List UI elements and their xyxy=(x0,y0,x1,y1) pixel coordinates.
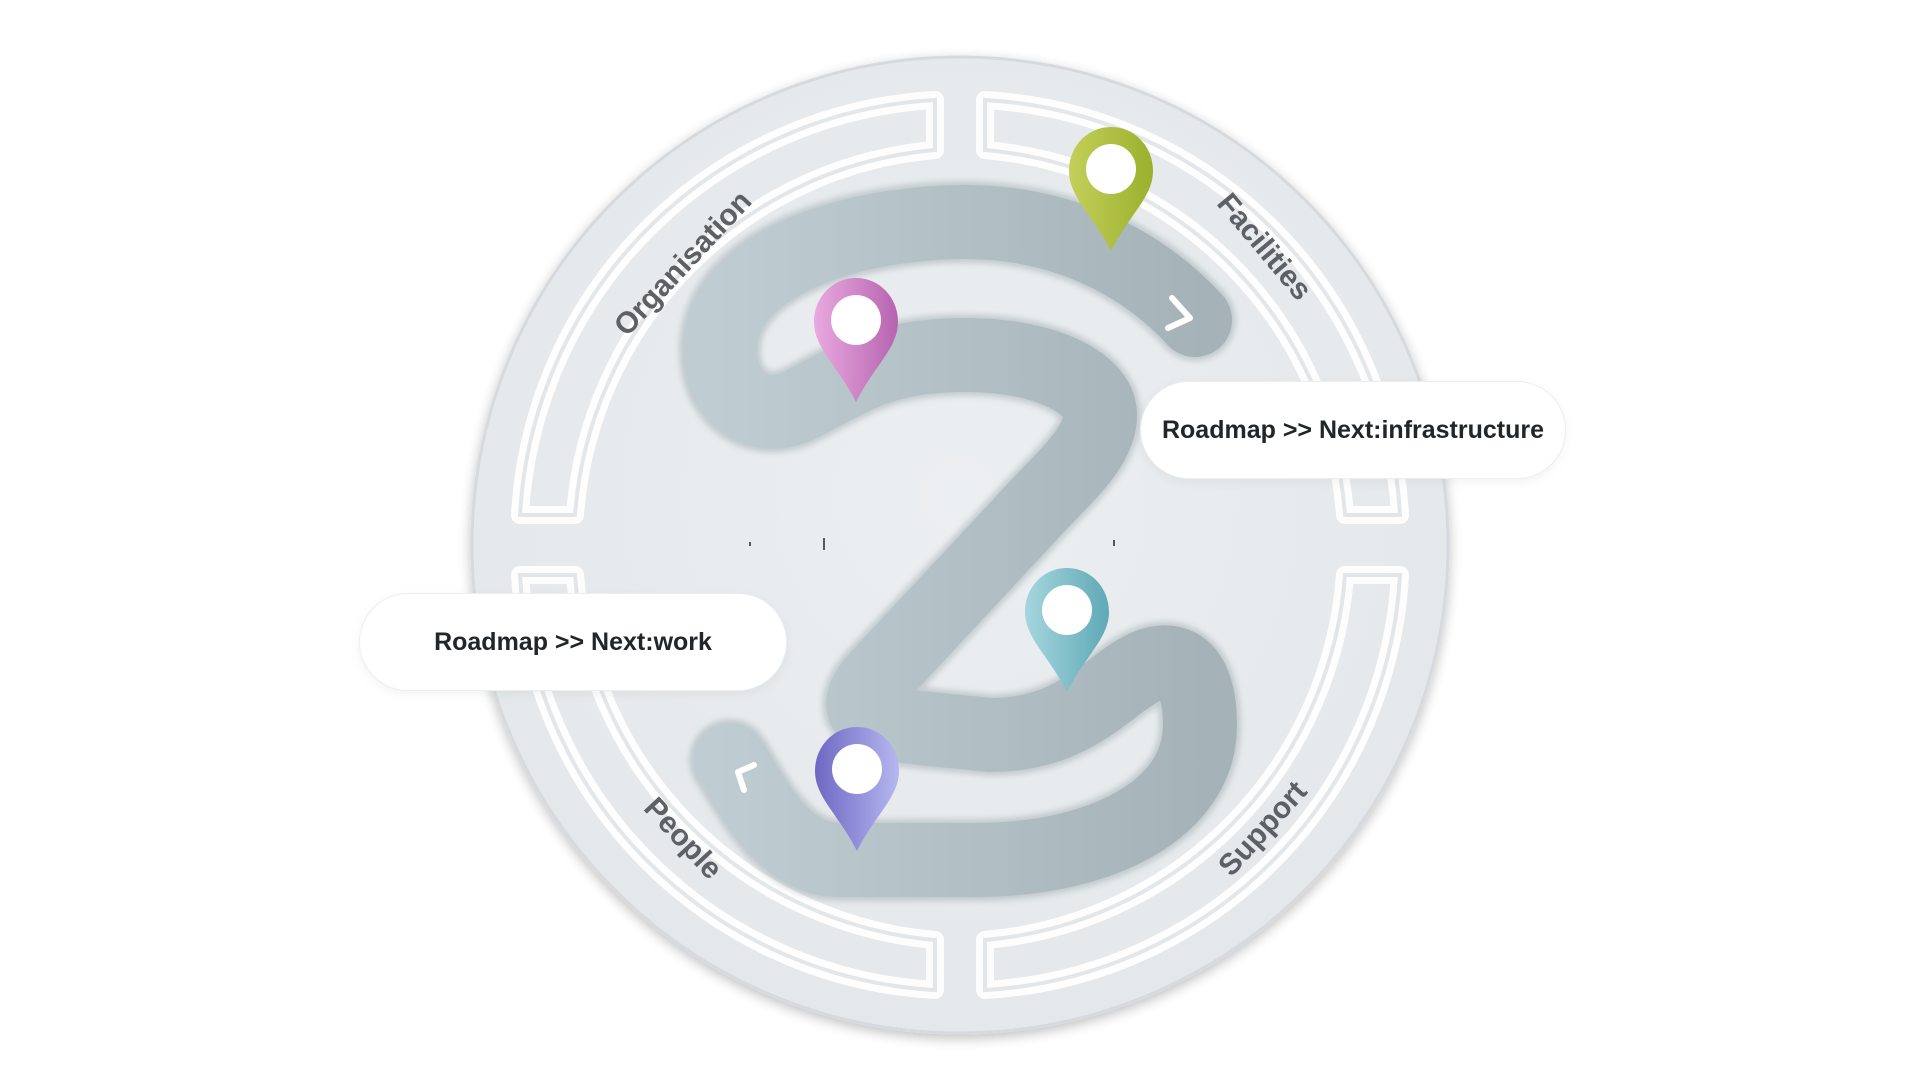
road-end-arrow-top xyxy=(1165,295,1193,331)
callout-next-work-text: Roadmap >> Next:work xyxy=(434,627,712,656)
callout-next-infrastructure: Roadmap >> Next:infrastructure xyxy=(1141,382,1565,478)
pin-green-icon xyxy=(1069,127,1153,251)
pin-purple-icon xyxy=(815,727,899,851)
pin-pink-icon xyxy=(814,278,898,402)
center-ticks xyxy=(749,538,1115,550)
road-start-arrow-bottom xyxy=(735,762,757,793)
winding-road xyxy=(679,181,1241,901)
callout-next-work: Roadmap >> Next:work xyxy=(360,594,786,690)
callout-next-infrastructure-text: Roadmap >> Next:infrastructure xyxy=(1161,415,1545,444)
pin-teal-icon xyxy=(1025,568,1109,692)
road-body xyxy=(683,185,1237,897)
